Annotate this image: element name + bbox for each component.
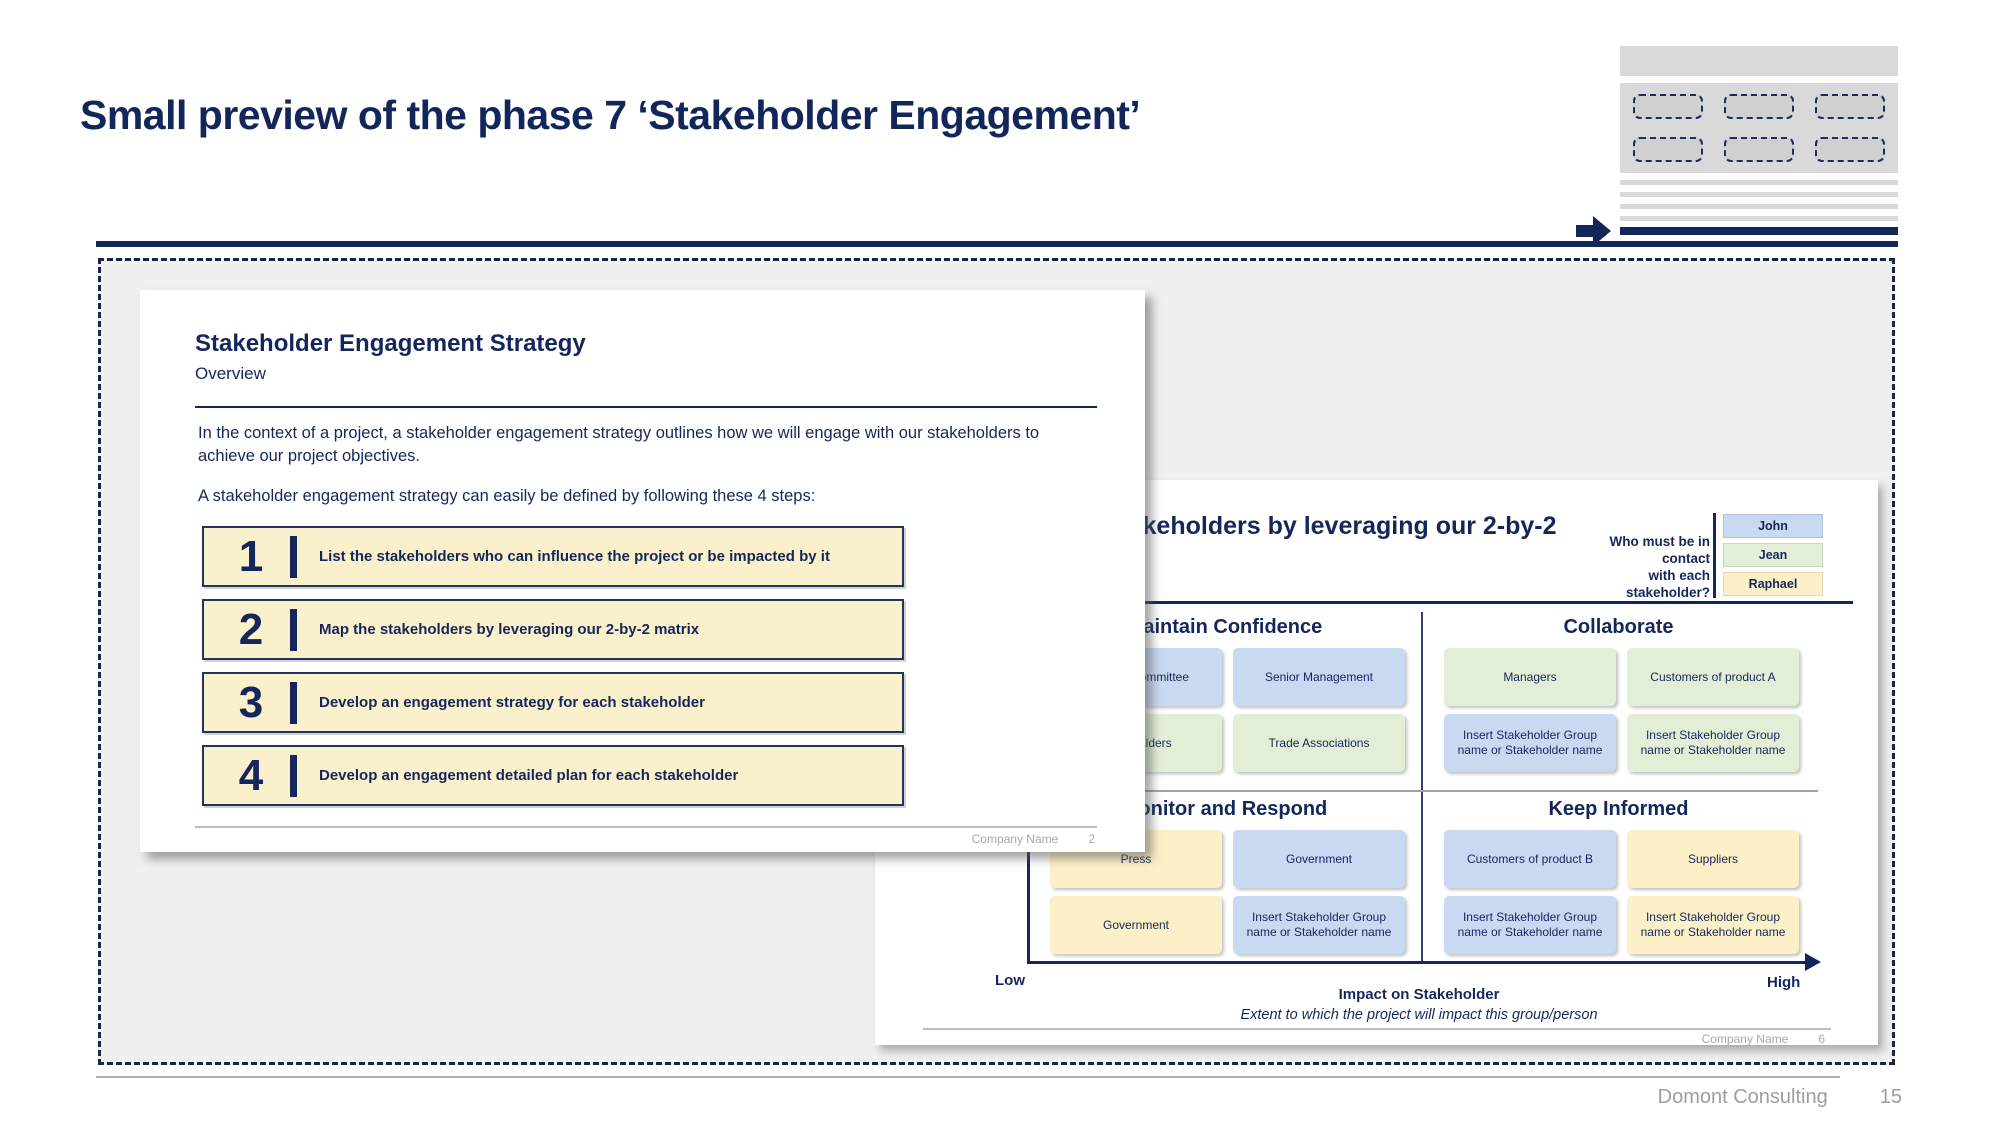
placeholder-grid <box>1620 83 1898 173</box>
placeholder-chip-icon <box>1633 94 1703 119</box>
slide2-footer-rule <box>923 1028 1831 1030</box>
axis-subtitle: Extent to which the project will impact … <box>1240 1007 1598 1023</box>
placeholder-text-line <box>1620 204 1898 209</box>
slide2-title-rule <box>901 601 1853 604</box>
slide1-footer: Company Name 2 <box>840 832 1095 846</box>
contact-chip-john: John <box>1723 514 1823 538</box>
contact-question: Who must be in contact with each stakeho… <box>1609 534 1711 600</box>
page-footer: Domont Consulting 15 <box>1500 1086 1902 1109</box>
placeholder-chip-icon <box>1815 137 1885 162</box>
legend-divider-bar <box>1713 513 1716 598</box>
quadrant-keep-informed: Keep Informed Customers of product B Sup… <box>1422 794 1815 970</box>
step-number: 2 <box>238 604 264 654</box>
stakeholder-box: Trade Associations <box>1233 714 1405 772</box>
footer-company-name: Company Name <box>1701 1032 1789 1046</box>
page-title: Small preview of the phase 7 ‘Stakeholde… <box>80 92 1141 138</box>
stakeholder-box: Insert Stakeholder Group name or Stakeho… <box>1444 714 1616 772</box>
stakeholder-box: Customers of product A <box>1627 648 1799 706</box>
step-label: Map the stakeholders by leveraging our 2… <box>319 621 700 638</box>
placeholder-text-line <box>1620 192 1898 197</box>
step-label: List the stakeholders who can influence … <box>319 548 830 565</box>
step-divider-bar <box>290 608 297 651</box>
matrix-vertical-divider <box>1421 612 1423 962</box>
stakeholder-box: Insert Stakeholder Group name or Stakeho… <box>1444 896 1616 954</box>
stakeholder-box: Senior Management <box>1233 648 1405 706</box>
stakeholder-box: Customers of product B <box>1444 830 1616 888</box>
quadrant-title: Collaborate <box>1563 616 1674 638</box>
quadrant-title: Keep Informed <box>1548 798 1689 820</box>
placeholder-chip-icon <box>1633 137 1703 162</box>
step-label: Develop an engagement strategy for each … <box>319 694 705 711</box>
slide1-steps-lead: A stakeholder engagement strategy can ea… <box>198 487 816 505</box>
placeholder-text-line <box>1620 216 1898 221</box>
footer-company-name: Domont Consulting <box>1657 1086 1828 1108</box>
step-divider-bar <box>290 535 297 578</box>
content-placeholder-graphic <box>1576 46 1898 246</box>
step-row-2: 2 Map the stakeholders by leveraging our… <box>202 599 904 660</box>
placeholder-chip-icon <box>1724 137 1794 162</box>
footer-page-number: 2 <box>1088 832 1095 846</box>
stakeholder-box: Insert Stakeholder Group name or Stakeho… <box>1233 896 1405 954</box>
footer-page-number: 6 <box>1818 1032 1825 1046</box>
contact-chip-jean: Jean <box>1723 543 1823 567</box>
axis-low-label: Low <box>995 972 1025 989</box>
placeholder-text-line <box>1620 180 1898 185</box>
quadrant-title: Monitor and Respond <box>1121 798 1328 820</box>
slide1-title: Stakeholder Engagement Strategy <box>195 330 586 357</box>
placeholder-chip-icon <box>1724 94 1794 119</box>
right-arrow-icon <box>1576 216 1612 246</box>
slide1-subtitle: Overview <box>195 364 266 383</box>
placeholder-chip-icon <box>1815 94 1885 119</box>
step-number: 1 <box>238 531 264 581</box>
slide1-intro-paragraph: In the context of a project, a stakehold… <box>198 424 1040 466</box>
axis-high-label: High <box>1767 974 1801 991</box>
stakeholder-box: Government <box>1050 896 1222 954</box>
stakeholder-box: Insert Stakeholder Group name or Stakeho… <box>1627 714 1799 772</box>
placeholder-highlight-line <box>1576 216 1898 246</box>
slide2-footer: Company Name 6 <box>1575 1032 1825 1046</box>
slide-preview-2by2-matrix[interactable]: Map the stakeholders by leveraging our 2… <box>875 480 1878 1046</box>
step-row-1: 1 List the stakeholders who can influenc… <box>202 526 904 587</box>
footer-company-name: Company Name <box>971 832 1059 846</box>
contact-chip-raphael: Raphael <box>1723 572 1823 596</box>
axis-title: Impact on Stakeholder <box>1338 986 1500 1003</box>
step-number: 3 <box>238 677 264 727</box>
step-row-4: 4 Develop an engagement detailed plan fo… <box>202 745 904 806</box>
quadrant-title: Maintain Confidence <box>1126 616 1323 638</box>
stakeholder-box: Suppliers <box>1627 830 1799 888</box>
footer-page-number: 15 <box>1879 1086 1902 1108</box>
step-divider-bar <box>290 681 297 724</box>
slide1-footer-rule <box>195 826 1097 828</box>
x-axis-arrowhead-icon <box>1805 953 1821 971</box>
step-label: Develop an engagement detailed plan for … <box>319 767 739 784</box>
stakeholder-box: Insert Stakeholder Group name or Stakeho… <box>1627 896 1799 954</box>
step-row-3: 3 Develop an engagement strategy for eac… <box>202 672 904 733</box>
page-footer-rule <box>96 1076 1840 1078</box>
stakeholder-box: Government <box>1233 830 1405 888</box>
placeholder-title-bar <box>1620 46 1898 76</box>
title-divider-rule <box>96 241 1898 247</box>
matrix-x-axis <box>1027 961 1809 964</box>
slide-preview-engagement-strategy[interactable]: Stakeholder Engagement Strategy Overview… <box>140 290 1145 852</box>
stakeholder-box: Managers <box>1444 648 1616 706</box>
step-divider-bar <box>290 754 297 797</box>
slide1-title-rule <box>195 406 1097 408</box>
step-number: 4 <box>238 750 264 800</box>
quadrant-collaborate: Collaborate Managers Customers of produc… <box>1422 612 1815 788</box>
matrix-horizontal-divider <box>1028 790 1818 792</box>
